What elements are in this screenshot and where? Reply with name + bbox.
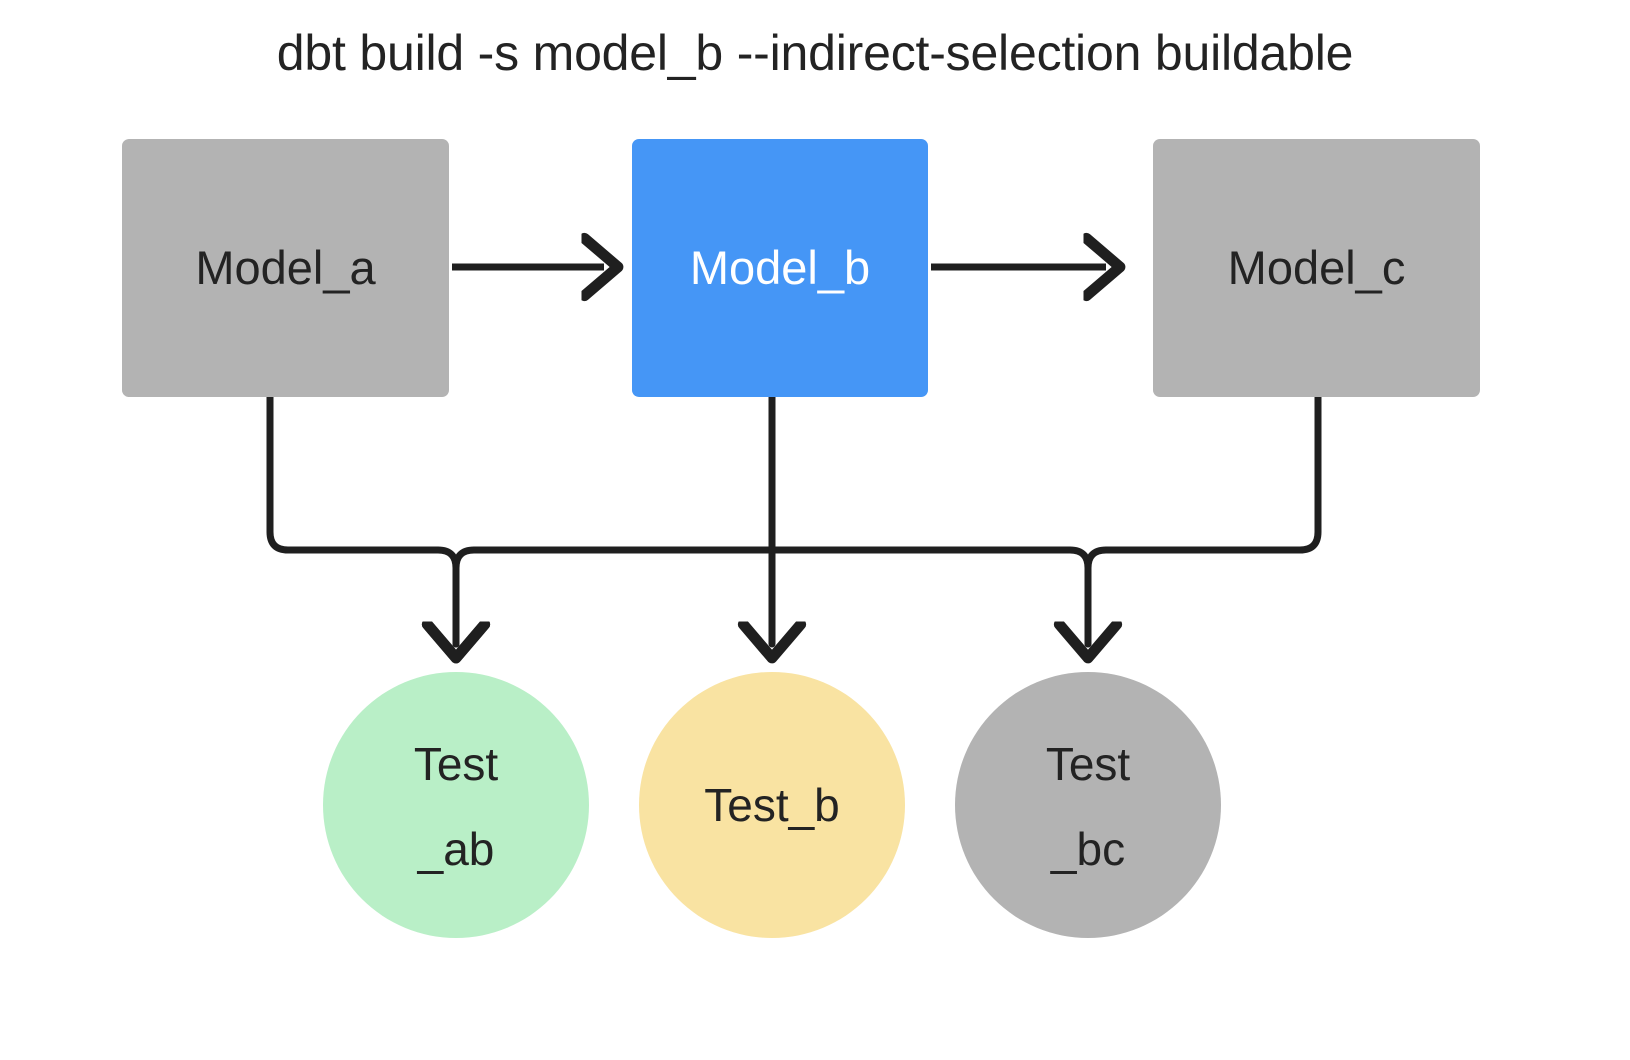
node-layer	[122, 139, 1480, 938]
edge-model-c-to-test-bc	[1084, 393, 1322, 648]
node-test-b[interactable]	[639, 672, 905, 938]
node-test-bc[interactable]	[955, 672, 1221, 938]
node-model-c[interactable]	[1153, 139, 1480, 397]
node-model-b[interactable]	[632, 139, 928, 397]
node-test-ab[interactable]	[323, 672, 589, 938]
edge-layer	[266, 267, 1322, 648]
node-model-a[interactable]	[122, 139, 449, 397]
edge-model-b-to-test-ab	[452, 546, 776, 648]
edge-model-a-to-test-ab	[266, 393, 456, 644]
edge-model-b-to-test-bc	[768, 546, 1088, 644]
diagram-title: dbt build -s model_b --indirect-selectio…	[276, 25, 1354, 81]
